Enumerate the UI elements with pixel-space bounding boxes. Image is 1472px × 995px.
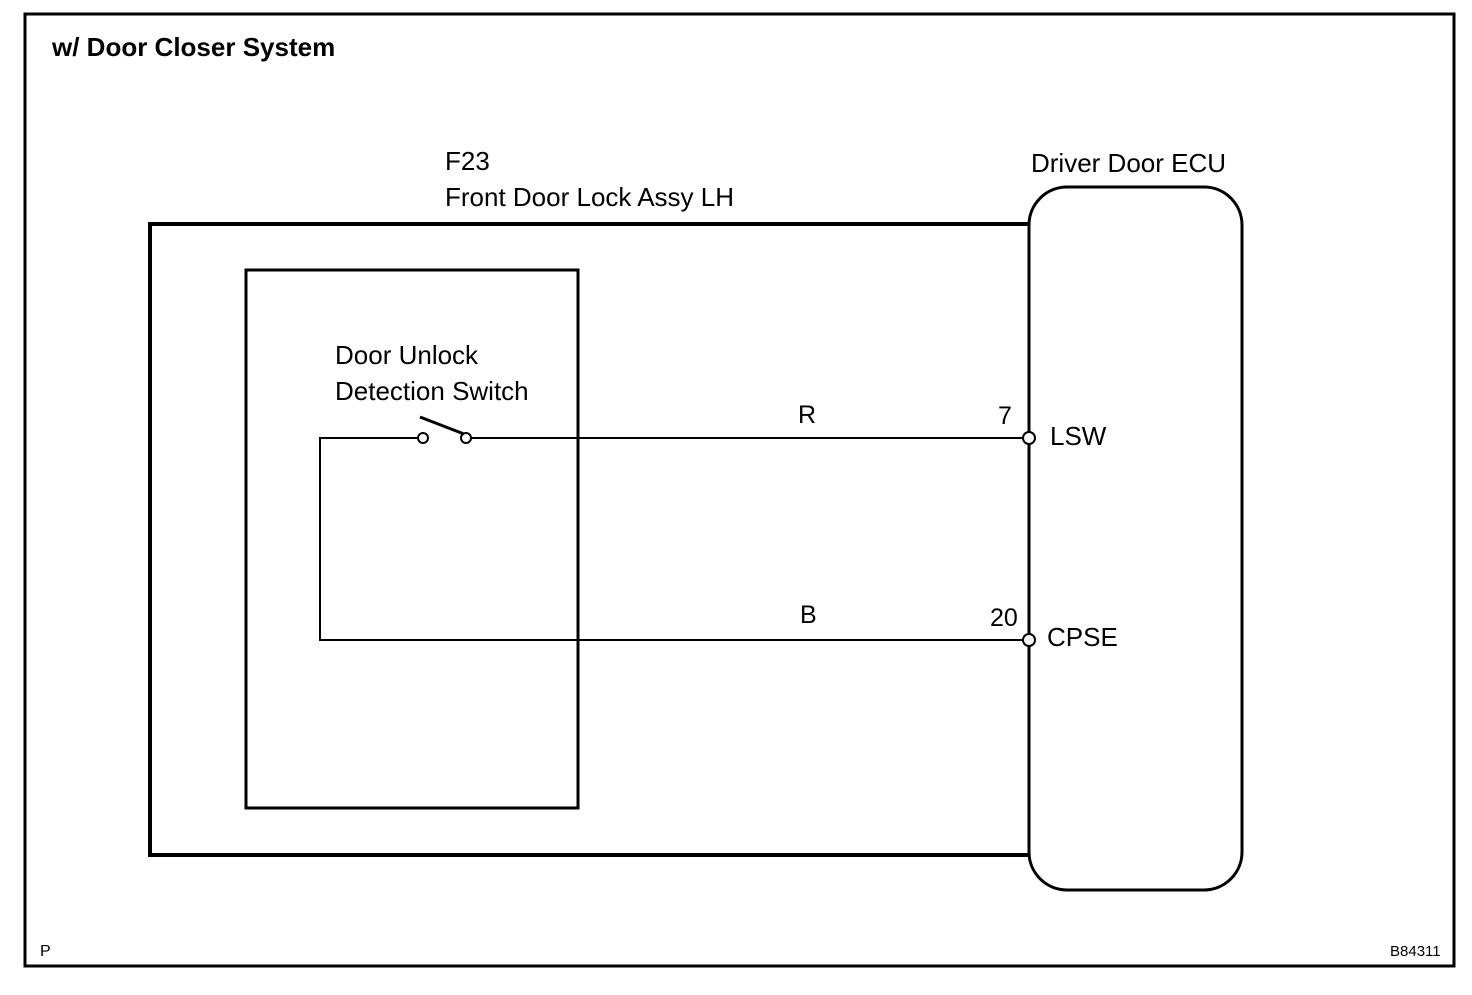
pin-number-7: 7 [998, 402, 1012, 430]
terminal-label-lsw: LSW [1050, 421, 1107, 451]
figure-id: B84311 [1390, 943, 1441, 960]
diagram-title: w/ Door Closer System [52, 32, 336, 62]
connector-code: F23 [445, 146, 490, 176]
terminal-label-cpse: CPSE [1047, 622, 1118, 652]
ecu-box [1027, 185, 1244, 892]
switch-housing-box [244, 268, 580, 810]
switch-loop-wire [319, 437, 1024, 641]
footer-left-mark: P [40, 943, 51, 960]
ecu-name: Driver Door ECU [1031, 148, 1227, 178]
switch-contact-right [460, 432, 472, 444]
connector-name: Front Door Lock Assy LH [445, 182, 734, 212]
terminal-lsw [1022, 431, 1036, 445]
door-lock-assy-box [148, 222, 1030, 857]
switch-contact-left [417, 432, 429, 444]
wire-color-b: B [800, 601, 817, 629]
switch-label-line1: Door Unlock [335, 340, 479, 370]
outer-frame [23, 12, 1456, 968]
pin-number-20: 20 [990, 604, 1018, 632]
wire-color-r: R [798, 401, 817, 429]
switch-blade [419, 415, 465, 436]
switch-label-line2: Detection Switch [335, 376, 529, 406]
terminal-cpse [1022, 633, 1036, 647]
